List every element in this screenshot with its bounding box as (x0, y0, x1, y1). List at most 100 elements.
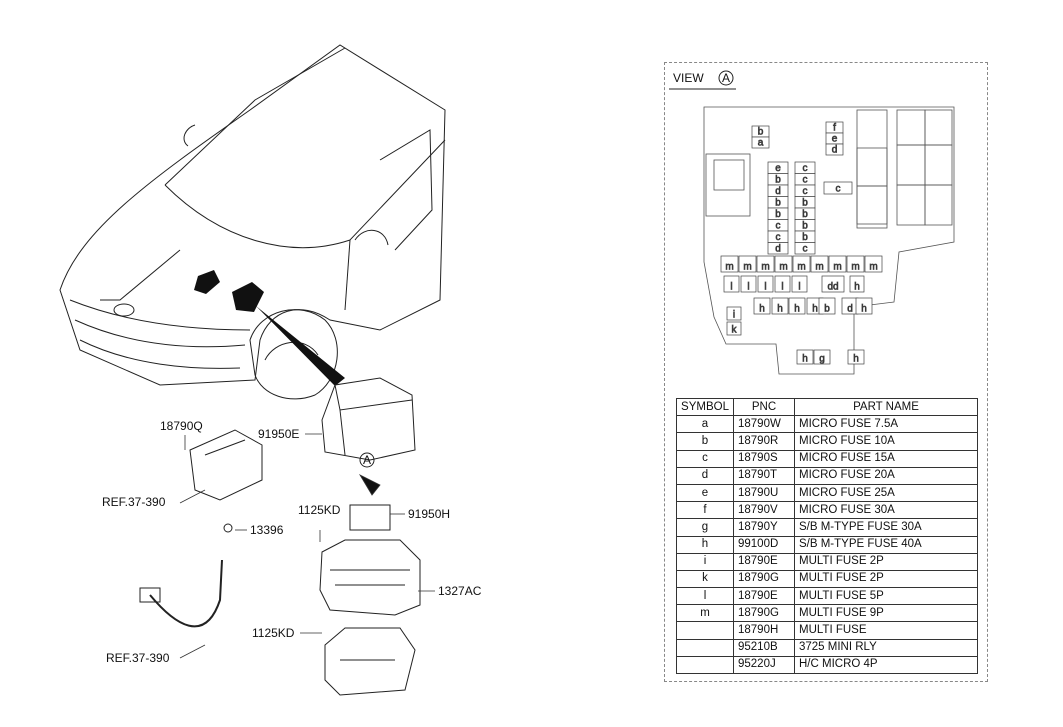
cell-pnc: 18790U (733, 483, 795, 503)
lower-bracket (324, 627, 416, 696)
cell-pnc: 18790T (733, 466, 795, 485)
multi-fuse-m-1-box (738, 255, 757, 273)
multi-fuse-m-8-box (864, 255, 883, 273)
multi-fuse-m-2-box (756, 255, 775, 273)
cell-part-name: MULTI FUSE 2P (794, 552, 978, 571)
cell-pnc: 18790Y (733, 518, 795, 537)
fuse-h-row-0: h (759, 304, 765, 315)
cell-pnc: 95210B (733, 638, 795, 657)
multi-fuse-m-7-box (846, 255, 865, 273)
multi-fuse-m-6: m (833, 262, 841, 273)
multi-fuse-m-5-box (810, 255, 829, 273)
fuse-col1-7: d (775, 244, 781, 255)
view-circle-letter: A (722, 71, 730, 85)
cell-pnc: 18790G (733, 569, 795, 589)
cell-part-name: H/C MICRO 4P (794, 655, 978, 675)
callout-ref-bottom: REF.37-390 (106, 651, 170, 665)
fuse-r2a: f (833, 123, 836, 134)
multi-fuse-l-0-box (723, 275, 740, 293)
multi-fuse-l-4: l (798, 282, 800, 293)
cell-part-name: 3725 MINI RLY (794, 638, 978, 657)
callout-1125KD-top: 1125KD (298, 503, 341, 517)
multi-fuse-m-4-box (792, 255, 811, 273)
header-pnc: PNC (733, 397, 795, 417)
cell-symbol (676, 655, 734, 675)
fuse-r2b: e (832, 134, 838, 145)
fuse-col2-7-box (794, 242, 816, 255)
multi-fuse-m-0-box (720, 255, 739, 273)
fuse-bottom-h1: h (802, 354, 808, 365)
side-bracket-18790Q (189, 429, 263, 501)
leader-lines (179, 433, 435, 659)
multi-fuse-l-1-box (740, 275, 757, 293)
fuse-r1b: a (758, 138, 764, 149)
fuse-bottom-g: g (819, 354, 825, 365)
callout-91950E: 91950E (258, 427, 299, 441)
view-a-marker-letter: A (363, 453, 371, 467)
fuse-col1-3: b (775, 198, 781, 209)
fuse-bottom-h1-box (796, 349, 814, 365)
car-outline (59, 44, 446, 400)
fuse-r2c: d (832, 145, 838, 156)
multi-fuse-k-box (726, 321, 742, 336)
multi-fuse-m-3: m (779, 262, 787, 273)
fuse-bottom-h2: h (853, 354, 859, 365)
cell-part-name: MICRO FUSE 30A (794, 501, 978, 520)
fuse-dd-box (821, 275, 845, 293)
multi-fuse-l-0: l (730, 282, 732, 293)
cell-part-name: MULTI FUSE 2P (794, 569, 978, 589)
cell-part-name: MICRO FUSE 10A (794, 432, 978, 451)
cell-pnc: 18790G (733, 604, 795, 623)
cell-symbol: g (676, 518, 734, 537)
header-part-name: PART NAME (794, 397, 978, 417)
cell-symbol: k (676, 569, 734, 589)
fuse-col1-2: d (775, 186, 781, 197)
fuse-col2-6: b (802, 232, 808, 243)
fuse-dd: dd (827, 282, 838, 293)
cell-symbol: a (676, 415, 734, 434)
fuse-col2-1: c (803, 175, 808, 186)
fuse-col1-5: c (776, 221, 781, 232)
fuse-bottom-g-box (813, 349, 831, 365)
battery-cable (139, 523, 233, 628)
fuse-h-row-6: h (861, 304, 867, 315)
cell-symbol: i (676, 552, 734, 571)
cell-part-name: S/B M-TYPE FUSE 30A (794, 518, 978, 537)
cell-part-name: MULTI FUSE 5P (794, 587, 978, 606)
view-a-marker: A (359, 452, 375, 468)
cell-symbol (676, 621, 734, 640)
multi-fuse-m-4: m (797, 262, 805, 273)
parts-diagram: A 91950E 18790Q REF.37-390 1125KD 91950H… (59, 44, 482, 696)
view-a-panel (664, 62, 988, 682)
fuse-col2-2: c (803, 186, 808, 197)
fuse-col2-7: c (803, 244, 808, 255)
cell-part-name: MICRO FUSE 7.5A (794, 415, 978, 434)
fuse-col1-4: b (775, 209, 781, 220)
fuse-col2-0: c (803, 163, 808, 174)
multi-fuse-l-4-box (791, 275, 808, 293)
multi-fuse-m-8: m (869, 262, 877, 273)
multi-fuse-m-5: m (815, 262, 823, 273)
cell-part-name: MICRO FUSE 15A (794, 449, 978, 468)
fuse-h-row-6-box (855, 297, 873, 315)
cell-part-name: MICRO FUSE 20A (794, 466, 978, 485)
fuse-box-location-markers (194, 270, 345, 386)
cell-pnc: 18790V (733, 501, 795, 520)
fuse-box-cover-91950E (321, 377, 416, 461)
cell-pnc: 18790E (733, 587, 795, 606)
fuse-bottom-h2-box (847, 349, 865, 365)
cell-pnc: 18790W (733, 415, 795, 434)
multi-fuse-m-3-box (774, 255, 793, 273)
callout-ref-top: REF.37-390 (102, 495, 166, 509)
